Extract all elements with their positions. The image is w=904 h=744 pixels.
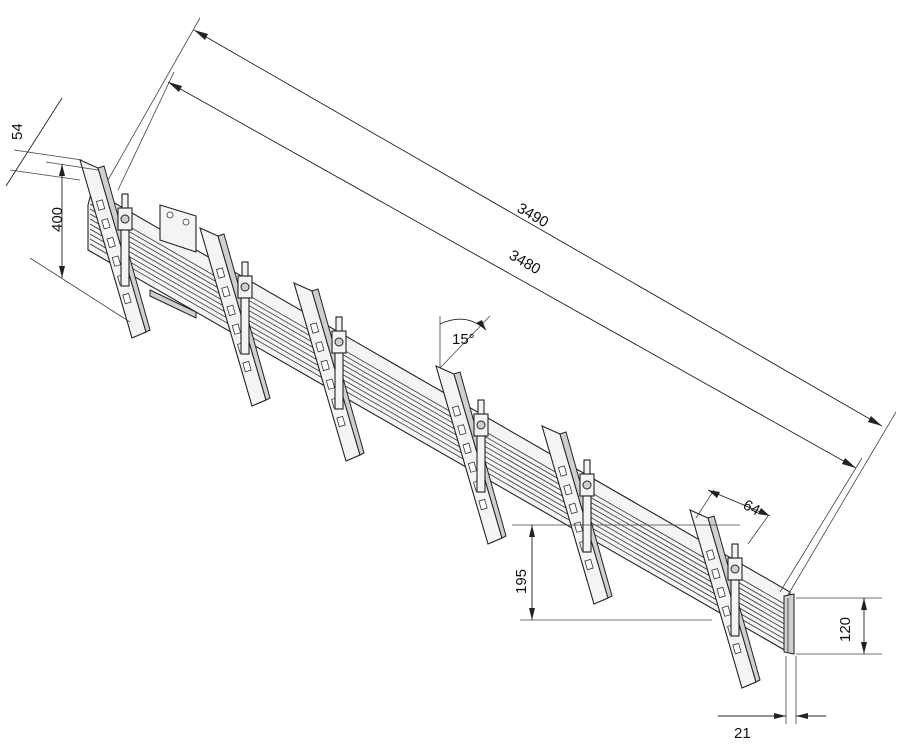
dimension-400-label: 400	[49, 207, 66, 232]
bracket-slot	[478, 498, 488, 511]
rail-end-cap	[783, 593, 795, 655]
bracket-slot	[467, 461, 478, 473]
bracket-slot	[568, 502, 578, 515]
bracket-slot	[711, 568, 721, 580]
bracket-slot	[215, 267, 226, 279]
rail-ridge-line	[89, 223, 789, 627]
bolt-icon	[477, 399, 485, 415]
knob-icon	[120, 214, 130, 224]
bracket-slot	[231, 323, 242, 335]
dimension-rail-height: 120	[796, 597, 882, 655]
bracket-slot	[221, 286, 231, 298]
hook-plate	[334, 352, 344, 410]
hook-plate	[582, 495, 592, 553]
tilt-brackets	[79, 159, 761, 689]
dimension-3480-label: 3480	[506, 247, 543, 278]
bolt-icon	[731, 543, 739, 559]
dimension-vertical-offset: 195	[512, 524, 740, 621]
bracket-slot	[721, 605, 732, 617]
dimension-21-label: 21	[734, 725, 751, 742]
dimension-120-label: 120	[837, 617, 854, 642]
tilt-bracket	[199, 227, 271, 407]
bracket-slot	[122, 292, 132, 305]
knob-icon	[730, 564, 740, 574]
rail-ridge-line	[89, 218, 789, 622]
bracket-slot	[716, 586, 726, 599]
hook-plate	[240, 297, 250, 355]
tilt-bracket	[293, 282, 365, 462]
bracket-slot	[226, 304, 236, 317]
bracket-slot	[732, 642, 742, 655]
rail-ridge-line	[89, 238, 789, 642]
mounting-rail	[87, 189, 795, 655]
bracket-slot	[705, 549, 716, 561]
rail-ridge-line	[89, 213, 789, 617]
dimension-bracket-width: 64	[695, 489, 771, 545]
bracket-slot	[101, 218, 111, 230]
rail-ridge-line	[89, 203, 789, 607]
bracket-slot	[563, 484, 573, 496]
dimension-3490-label: 3490	[514, 200, 551, 231]
bolt-icon	[241, 261, 249, 277]
hook-plate	[120, 229, 130, 287]
dimension-arm-height: 400	[29, 161, 131, 323]
bracket-slot	[315, 341, 325, 353]
dimension-arm-depth: 54	[5, 97, 83, 187]
dimension-rail-depth: 21	[718, 656, 826, 742]
wall-plate	[149, 204, 197, 319]
bracket-slot	[584, 558, 594, 571]
bolt-icon	[335, 316, 343, 332]
bracket-slot	[242, 360, 252, 373]
dimension-54-label: 54	[9, 123, 26, 140]
bracket-slot	[557, 465, 568, 477]
hook-plate	[476, 435, 486, 493]
bolt-icon	[583, 459, 591, 475]
dimension-64-label: 64	[740, 497, 763, 520]
rail-ridges	[89, 203, 789, 647]
dimension-tilt-angle: 15°	[439, 315, 491, 369]
bracket-slot	[462, 442, 472, 455]
bolt-icon	[121, 193, 129, 209]
bracket-slot	[111, 255, 122, 267]
rail-ridge-line	[89, 228, 789, 632]
hook-plate	[730, 579, 740, 637]
knob-icon	[476, 420, 486, 430]
knob-icon	[582, 480, 592, 490]
tilt-bracket	[435, 365, 507, 545]
tilt-bracket	[541, 425, 613, 605]
dimension-15-label: 15°	[452, 331, 475, 348]
knob-icon	[240, 282, 250, 292]
bracket-slot	[309, 322, 320, 334]
bracket-slot	[325, 378, 336, 390]
bracket-slot	[573, 521, 584, 533]
bracket-slot	[336, 415, 346, 428]
tilt-bracket	[79, 159, 151, 339]
rail-ridge-line	[89, 243, 789, 647]
bracket-slot	[106, 236, 116, 249]
bracket-slot	[320, 359, 330, 372]
bracket-slot	[457, 424, 467, 436]
rail-ridge-line	[89, 233, 789, 637]
tilt-bracket	[689, 509, 761, 689]
bracket-slot	[451, 405, 462, 417]
bracket-slot	[95, 199, 106, 211]
rail-ridge-line	[89, 208, 789, 612]
knob-icon	[334, 337, 344, 347]
dimension-195-label: 195	[513, 569, 530, 594]
